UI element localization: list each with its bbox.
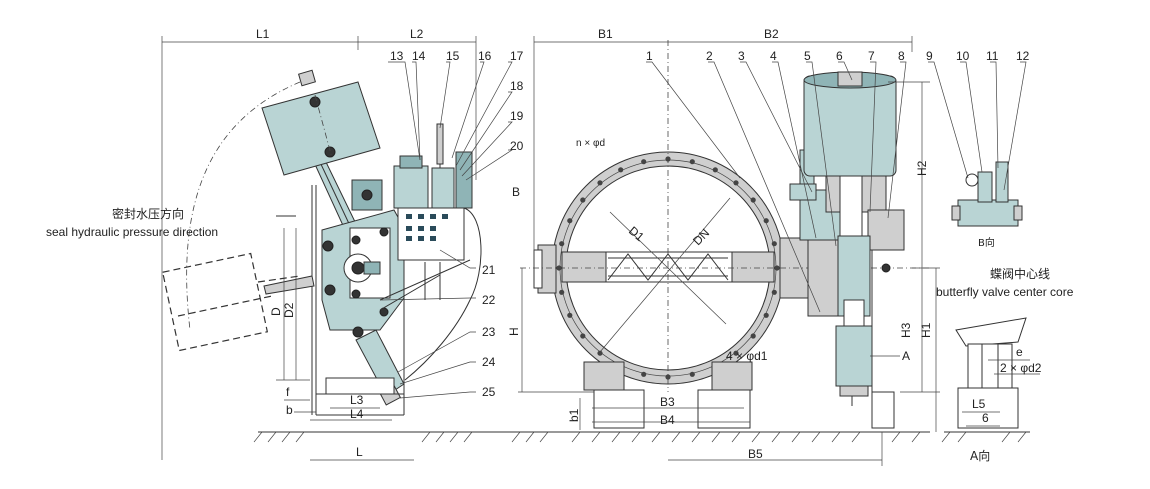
part-23: 23 xyxy=(482,325,496,339)
dim-e: e xyxy=(1016,345,1023,359)
front-view xyxy=(520,40,930,429)
dim-B1: B1 xyxy=(598,27,613,41)
dim-B3: B3 xyxy=(660,395,675,409)
part-17: 17 xyxy=(510,49,524,63)
part-25: 25 xyxy=(482,385,496,399)
bolt-hole xyxy=(665,374,671,380)
view-a-label: A向 xyxy=(970,448,990,463)
bolt-hole xyxy=(763,312,769,318)
dim-f: f xyxy=(286,385,290,399)
dim-6: 6 xyxy=(982,411,989,425)
bolt-hole xyxy=(559,289,565,295)
part-1: 1 xyxy=(646,49,653,63)
bolt-hole xyxy=(733,180,739,186)
bolt-hole xyxy=(712,167,718,173)
dim-B2: B2 xyxy=(764,27,779,41)
part-2: 2 xyxy=(706,49,713,63)
part-6: 6 xyxy=(836,49,843,63)
dim-D2: D2 xyxy=(282,302,296,318)
bolt-hole xyxy=(567,312,573,318)
part-14: 14 xyxy=(412,49,426,63)
dim-L: L xyxy=(356,445,363,459)
part-18: 18 xyxy=(510,79,524,93)
bolt-hole xyxy=(750,197,756,203)
bolt-hole xyxy=(750,333,756,339)
bolt-hole xyxy=(641,371,647,377)
center-line-cn: 蝶阀中心线 xyxy=(990,266,1050,281)
part-16: 16 xyxy=(478,49,492,63)
dim-L3: L3 xyxy=(350,393,364,407)
part-24: 24 xyxy=(482,355,496,369)
view-a-detail xyxy=(955,317,1027,429)
part-numbers-left: 13 14 15 16 17 18 19 20 21 22 23 24 25 xyxy=(390,49,524,399)
dim-B5: B5 xyxy=(748,447,763,461)
center-line-en: butterfly valve center core xyxy=(936,285,1074,299)
bolt-hole xyxy=(771,289,777,295)
bolt-holes-label: n × φd xyxy=(576,138,605,149)
bolt-hole xyxy=(641,159,647,165)
holes-d2-label: 2 × φd2 xyxy=(1000,361,1042,375)
bolt-hole xyxy=(580,333,586,339)
bolt-hole xyxy=(733,350,739,356)
dim-L1: L1 xyxy=(256,27,270,41)
part-numbers-right: 1 2 3 4 5 6 7 8 9 10 11 12 xyxy=(646,49,1030,63)
part-9: 9 xyxy=(926,49,933,63)
bolt-hole xyxy=(597,350,603,356)
part-3: 3 xyxy=(738,49,745,63)
dim-b1: b1 xyxy=(567,408,581,422)
dim-B4: B4 xyxy=(660,413,675,427)
part-10: 10 xyxy=(956,49,970,63)
bolt-holes xyxy=(556,156,780,380)
bolt-hole xyxy=(567,218,573,224)
bolt-hole xyxy=(689,159,695,165)
part-22: 22 xyxy=(482,293,496,307)
dim-H1: H1 xyxy=(919,322,933,338)
dim-b: b xyxy=(286,403,293,417)
dim-L4: L4 xyxy=(350,407,364,421)
dim-A: A xyxy=(902,349,910,363)
dim-L5: L5 xyxy=(972,397,986,411)
part-15: 15 xyxy=(446,49,460,63)
bolt-hole xyxy=(689,371,695,377)
part-4: 4 xyxy=(770,49,777,63)
part-5: 5 xyxy=(804,49,811,63)
dim-D: D xyxy=(269,307,283,316)
bolt-hole xyxy=(597,180,603,186)
view-b-detail xyxy=(951,161,1023,227)
side-view xyxy=(161,69,482,416)
seal-direction-en: seal hydraulic pressure direction xyxy=(46,225,218,239)
part-leaders-left xyxy=(379,61,514,399)
dim-B: B xyxy=(512,185,520,199)
bolt-hole xyxy=(763,218,769,224)
dim-H2: H2 xyxy=(915,160,929,176)
part-21: 21 xyxy=(482,263,496,277)
part-19: 19 xyxy=(510,109,524,123)
bolt-hole xyxy=(771,241,777,247)
bolt-hole xyxy=(618,167,624,173)
ground-line xyxy=(253,431,1030,443)
part-20: 20 xyxy=(510,139,524,153)
dim-H: H xyxy=(507,327,521,336)
part-8: 8 xyxy=(898,49,905,63)
dim-H3: H3 xyxy=(899,322,913,338)
part-leaders-right xyxy=(646,61,1027,313)
view-b-label: B向 xyxy=(978,236,995,249)
part-7: 7 xyxy=(868,49,875,63)
bolt-hole xyxy=(580,197,586,203)
part-11: 11 xyxy=(986,49,999,63)
holes-d1-label: 4 × φd1 xyxy=(726,349,768,363)
dim-L2: L2 xyxy=(410,27,424,41)
dimension-lines xyxy=(161,36,1040,466)
seal-direction-cn: 密封水压方向 xyxy=(112,206,184,221)
part-12: 12 xyxy=(1016,49,1030,63)
part-13: 13 xyxy=(390,49,404,63)
bolt-hole xyxy=(559,241,565,247)
